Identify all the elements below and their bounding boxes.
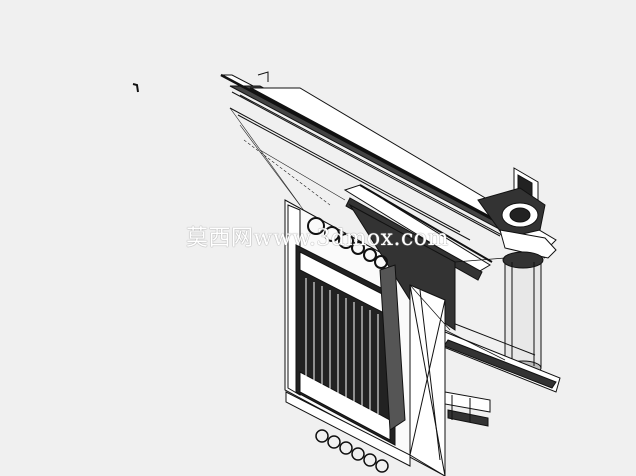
radiator-fins bbox=[305, 278, 379, 414]
top-coil-loops bbox=[307, 217, 388, 269]
drive-motor bbox=[477, 167, 557, 259]
radiator-grille bbox=[295, 244, 406, 446]
bottom-channel bbox=[435, 319, 561, 393]
top-rail bbox=[220, 71, 557, 259]
brace-lines bbox=[409, 257, 506, 361]
lower-bracket bbox=[444, 391, 491, 427]
bottom-coil-loops bbox=[315, 429, 389, 473]
roller-cylinder bbox=[502, 251, 544, 376]
guide-lines bbox=[229, 107, 346, 213]
stray-hook-mark bbox=[132, 83, 139, 93]
